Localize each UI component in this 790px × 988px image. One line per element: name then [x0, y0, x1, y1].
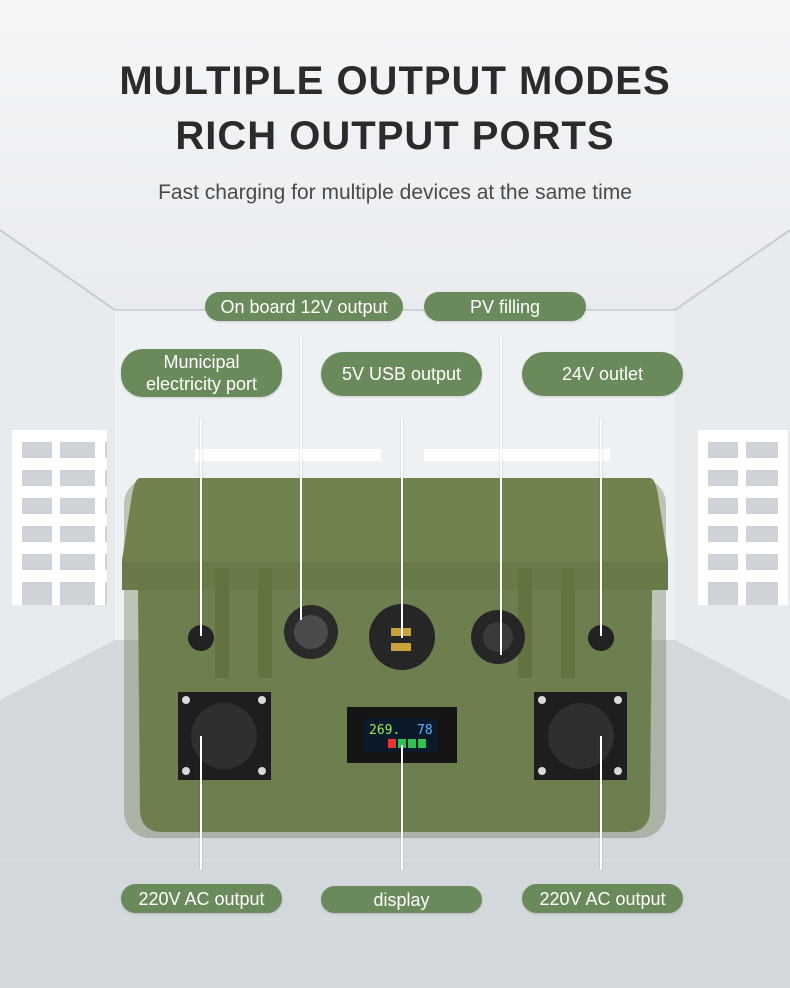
label-24v-outlet: 24V outlet — [522, 352, 683, 396]
label-municipal-line-1: Municipal — [163, 352, 240, 372]
heading-line-1: MULTIPLE OUTPUT MODES — [119, 59, 671, 103]
label-pv-filling: PV filling — [424, 292, 586, 321]
leader-line-24v — [600, 418, 602, 636]
leader-line-ac-left — [200, 736, 202, 870]
left-shelf — [12, 430, 107, 605]
leader-line-12v — [300, 337, 302, 620]
label-ac-right: 220V AC output — [522, 884, 683, 913]
heading-line-2: RICH OUTPUT PORTS — [175, 114, 615, 158]
right-shelf — [698, 430, 788, 605]
display-percent: 78 — [417, 723, 433, 738]
label-onboard-12v: On board 12V output — [205, 292, 403, 321]
label-display: display — [321, 886, 482, 913]
display-voltage: 269. — [369, 723, 400, 738]
power-station-case: 269. 78 — [122, 478, 668, 838]
leader-line-pv — [500, 337, 502, 655]
label-municipal-line-2: electricity port — [145, 374, 258, 394]
leader-line-municipal — [200, 418, 202, 636]
label-5v-usb: 5V USB output — [321, 352, 482, 396]
subtitle: Fast charging for multiple devices at th… — [158, 181, 632, 204]
leader-line-display — [401, 745, 403, 870]
label-municipal-port: Municipal electricity port — [121, 349, 282, 397]
leader-line-ac-right — [600, 736, 602, 870]
label-ac-left: 220V AC output — [121, 884, 282, 913]
leader-line-usb — [401, 418, 403, 638]
